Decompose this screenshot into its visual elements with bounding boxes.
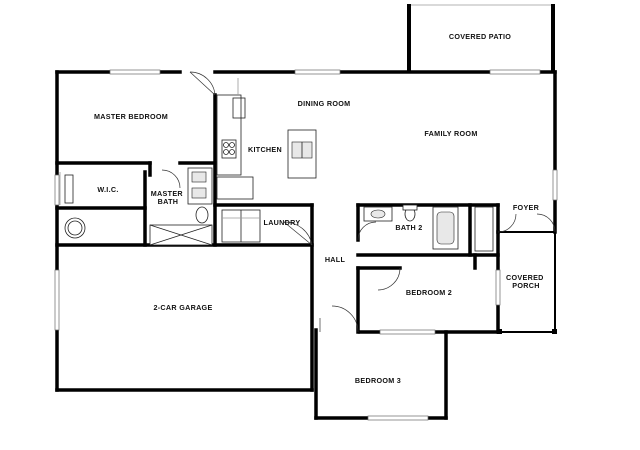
label-master-bath-line2: BATH: [158, 197, 179, 206]
covered-patio-area: [407, 4, 555, 72]
master-bath-fixtures: [149, 167, 213, 246]
wic-shelves: [59, 172, 74, 205]
room-labels: COVERED PATIO MASTER BEDROOM DINING ROOM…: [94, 32, 546, 385]
label-laundry: LAUNDRY: [264, 218, 301, 227]
label-kitchen: KITCHEN: [248, 145, 282, 154]
label-family-room: FAMILY ROOM: [424, 129, 477, 138]
label-foyer: FOYER: [513, 203, 540, 212]
label-covered-porch: COVERED PORCH: [506, 273, 546, 290]
label-master-bedroom: MASTER BEDROOM: [94, 112, 168, 121]
label-covered-porch-line1: COVERED: [506, 273, 544, 282]
label-master-bath: MASTER BATH: [151, 189, 185, 206]
label-master-bath-line1: MASTER: [151, 189, 184, 198]
water-heater: [64, 217, 86, 239]
label-covered-porch-line2: PORCH: [512, 281, 539, 290]
label-bedroom-2: BEDROOM 2: [406, 288, 452, 297]
laundry-fixtures: [221, 209, 261, 243]
label-hall: HALL: [325, 255, 346, 264]
kitchen-fixtures: [216, 78, 317, 200]
label-covered-patio: COVERED PATIO: [449, 32, 511, 41]
bath2-fixtures: [363, 204, 494, 252]
windows: [54, 69, 558, 421]
label-bath-2: BATH 2: [395, 223, 422, 232]
label-dining-room: DINING ROOM: [298, 99, 351, 108]
porch-columns: [497, 329, 557, 334]
label-garage: 2-CAR GARAGE: [153, 303, 212, 312]
door-swings: [161, 71, 556, 333]
label-wic: W.I.C.: [97, 185, 118, 194]
label-bedroom-3: BEDROOM 3: [355, 376, 401, 385]
